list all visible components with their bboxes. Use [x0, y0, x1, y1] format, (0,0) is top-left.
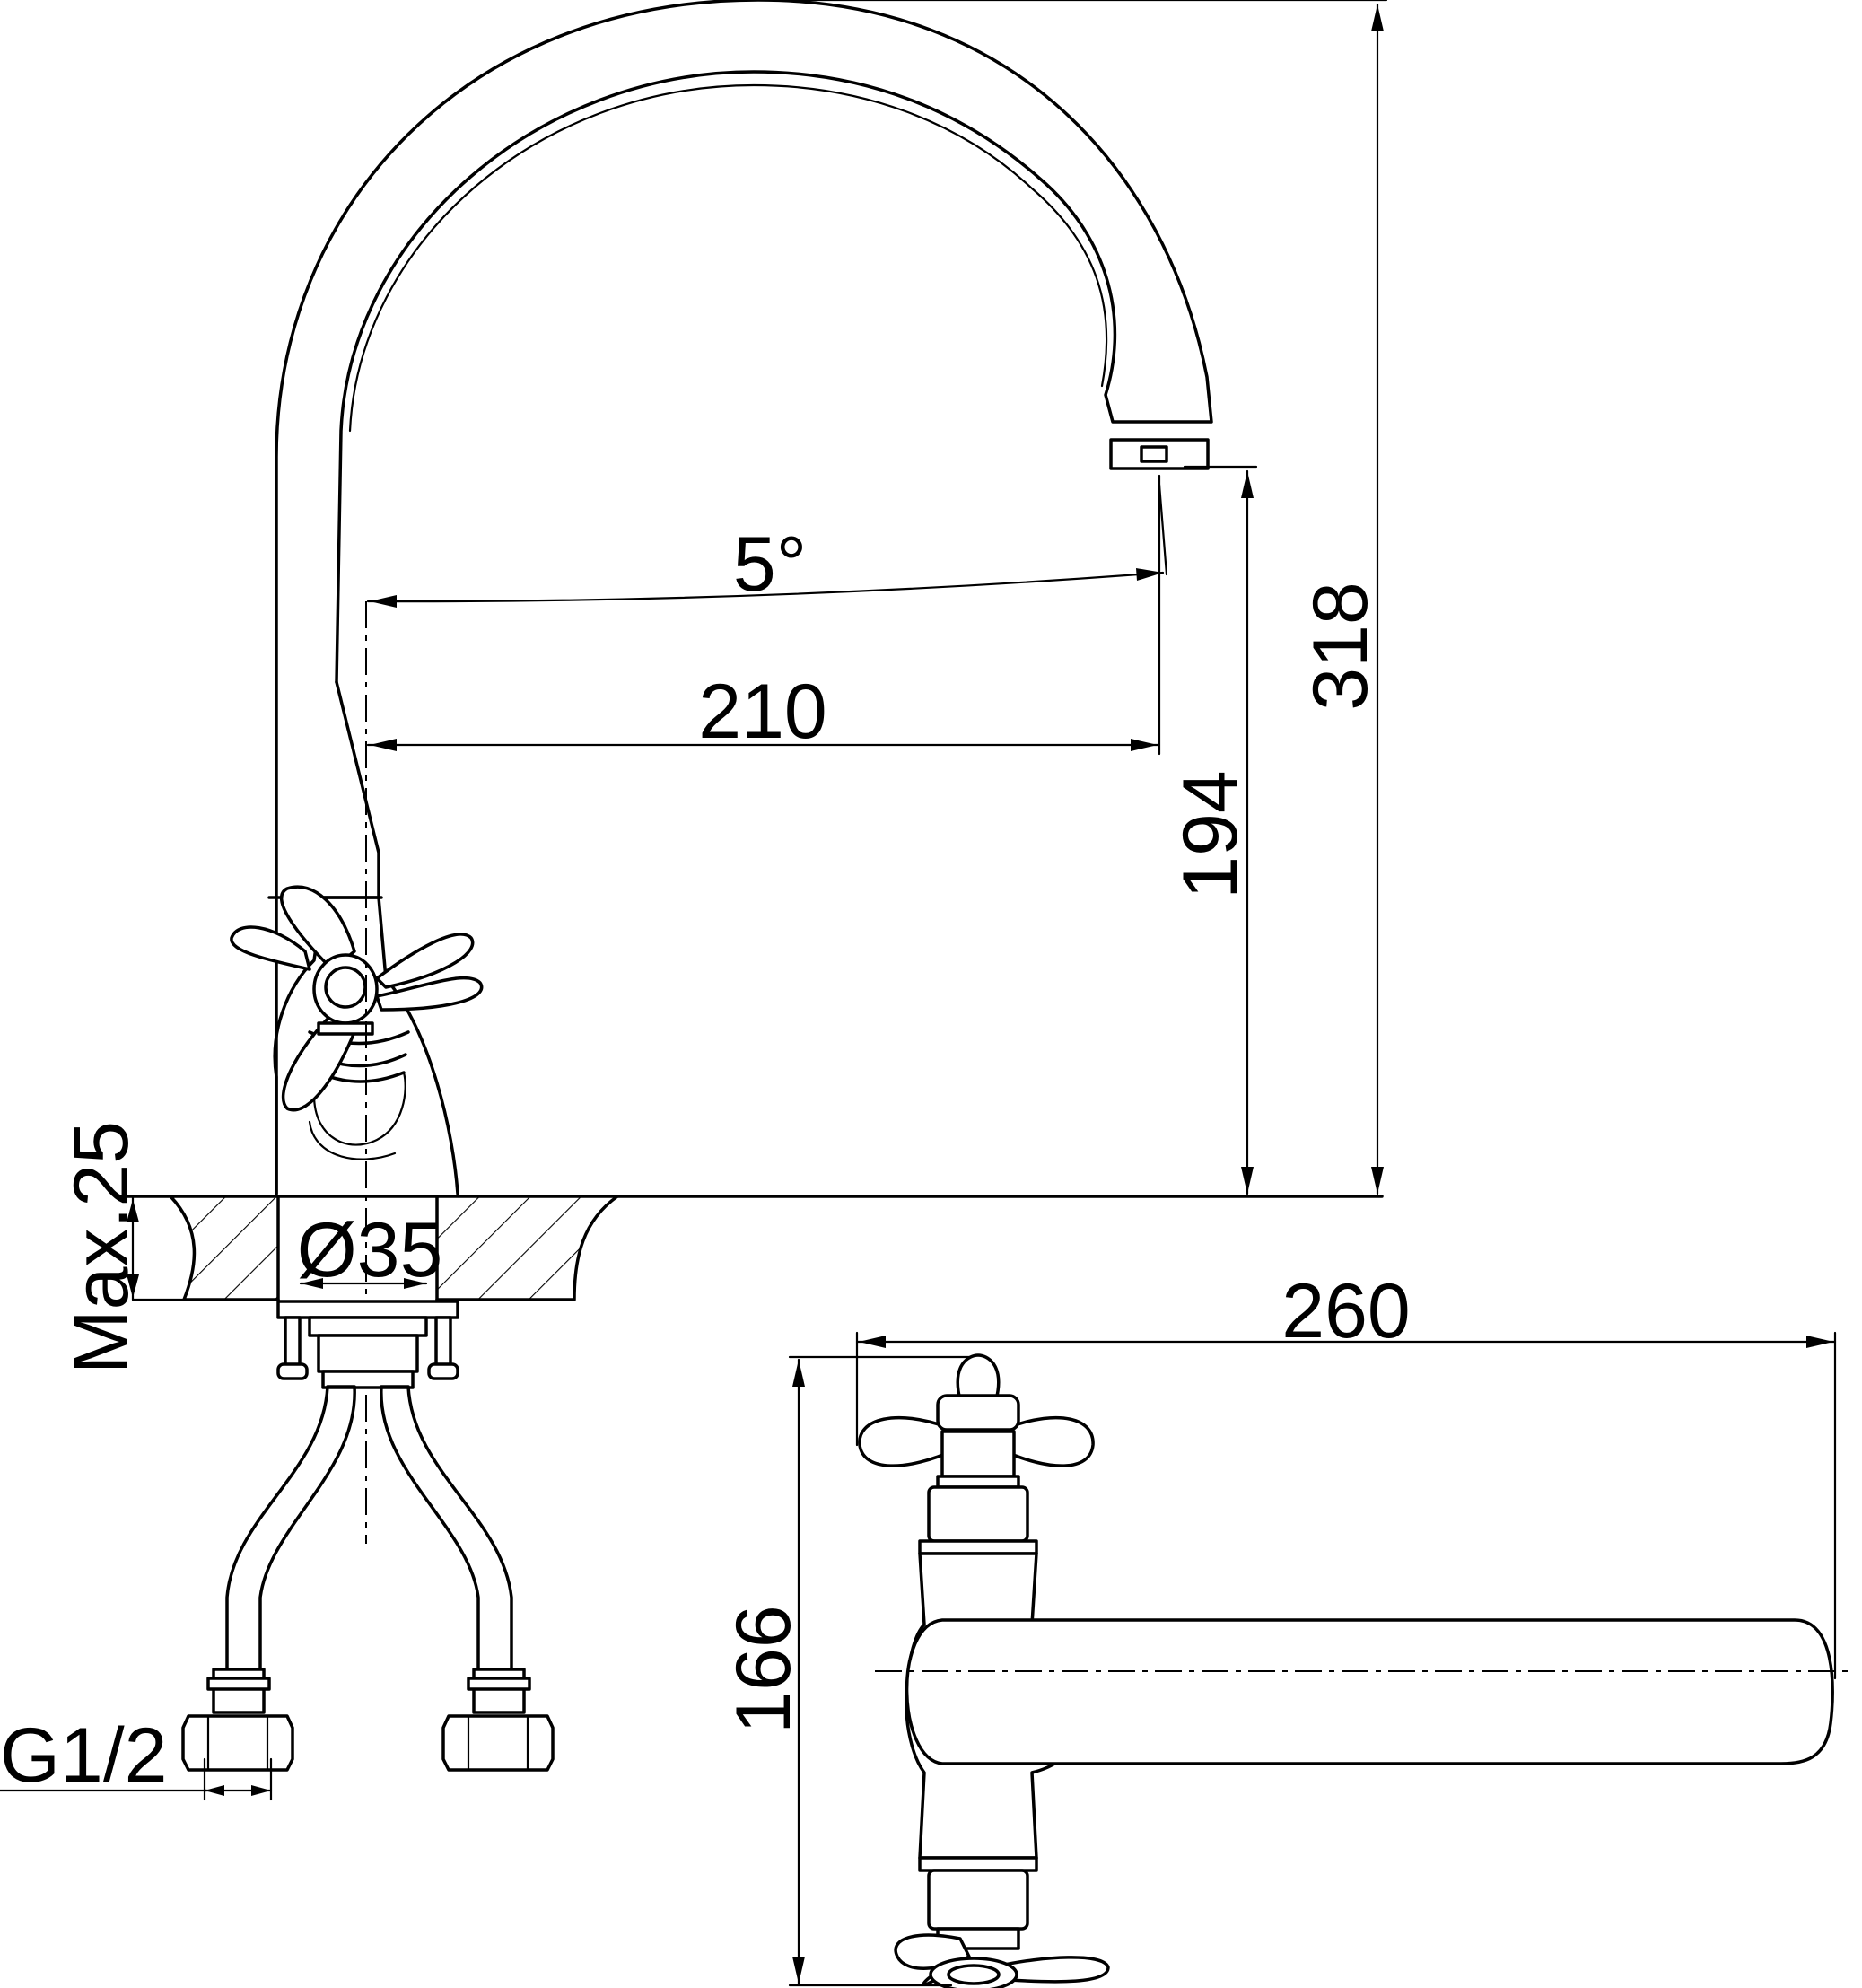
dimension-lines-top	[788, 1331, 1837, 1987]
top-view-length-label: 260	[1281, 1268, 1411, 1354]
spout-height-label: 194	[1167, 770, 1254, 899]
handle-petal-right-lower	[375, 976, 484, 1012]
cross-handle	[230, 885, 484, 1112]
total-height-label: 318	[1298, 582, 1384, 711]
spout	[275, 0, 1213, 1195]
top-handle-left-petal	[858, 1415, 957, 1467]
thread-label: G1/2	[0, 1712, 167, 1799]
hole-diameter-label: Ø35	[297, 1207, 443, 1293]
max-thickness-label: Max.25	[58, 1121, 144, 1374]
faucet-body	[267, 896, 459, 1195]
hex-nut-left	[181, 1714, 294, 1772]
top-view	[858, 1353, 1849, 1988]
countertop-section	[124, 1195, 1384, 1301]
top-view-width-label: 166	[721, 1605, 807, 1734]
handle-petal-top	[280, 885, 356, 971]
hex-nut-right	[441, 1714, 555, 1772]
spout-top-view	[905, 1618, 1834, 1765]
mounting-hardware	[276, 1300, 459, 1389]
angle-label: 5°	[733, 521, 807, 608]
handle-petal-bottom	[281, 1012, 356, 1112]
dimension-lines-side	[0, 0, 1388, 1801]
handle-petal-left	[230, 925, 311, 971]
flexible-hoses	[181, 1385, 555, 1772]
handle-petal-right	[375, 933, 475, 989]
reach-label: 210	[698, 669, 827, 755]
top-handle-right-petal	[999, 1415, 1095, 1467]
